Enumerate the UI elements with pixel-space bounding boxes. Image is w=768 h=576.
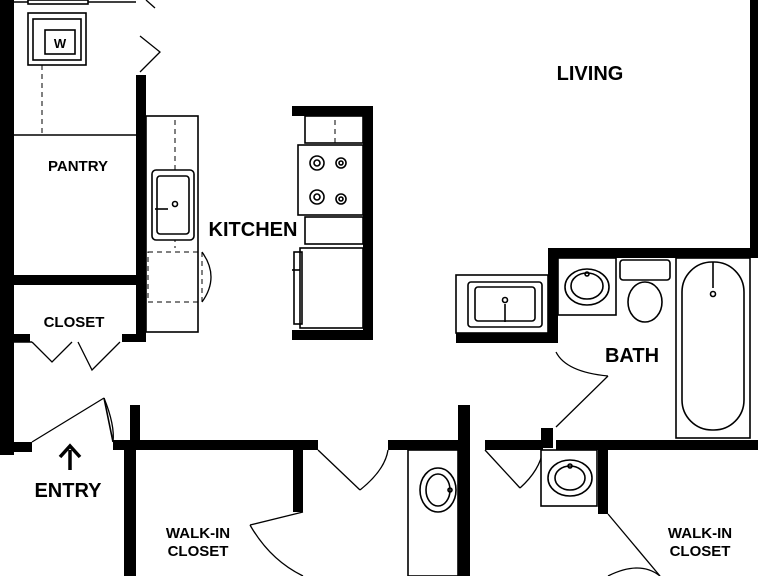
room-label-kitchen: KITCHEN (209, 219, 298, 241)
room-label-walkin-left-line2: CLOSET (168, 543, 229, 560)
range-and-fridge (292, 115, 364, 329)
kitchen-counter (145, 115, 212, 333)
entry-door (31, 397, 114, 443)
laundry-area (14, 0, 161, 136)
entry-arrow-icon (58, 443, 82, 470)
room-label-entry: ENTRY (34, 480, 102, 502)
bath-fixtures (555, 257, 751, 439)
washer-label: W (54, 36, 67, 51)
bath-vanity (455, 274, 549, 334)
room-label-pantry: PANTRY (48, 158, 108, 175)
lower-doors (249, 449, 661, 576)
room-label-living: LIVING (557, 63, 624, 85)
closet-bifold-door (14, 341, 121, 372)
room-label-walkin-left-line1: WALK-IN (166, 525, 230, 542)
room-label-walkin-right-line2: CLOSET (670, 543, 731, 560)
room-label-bath: BATH (605, 345, 659, 367)
room-label-walkin-right-line1: WALK-IN (668, 525, 732, 542)
room-label-closet: CLOSET (44, 314, 105, 331)
